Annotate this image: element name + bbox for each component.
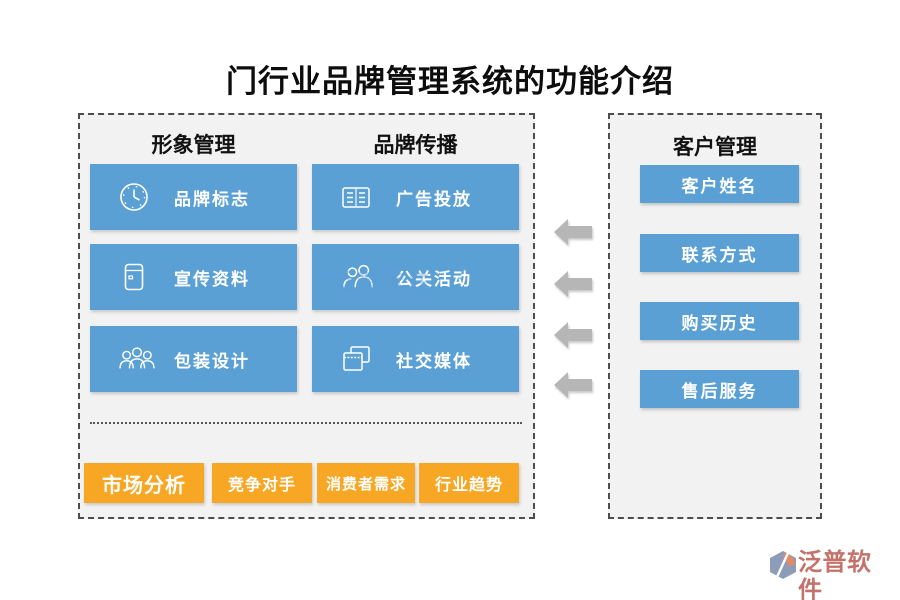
button-industry-trends[interactable]: 行业趋势: [419, 463, 519, 503]
button-contact-info[interactable]: 联系方式: [640, 234, 799, 272]
button-label: 公关活动: [396, 269, 472, 289]
button-social-media[interactable]: 社交媒体: [312, 326, 519, 392]
button-promo-materials[interactable]: 宣传资料: [90, 244, 297, 310]
button-label: 包装设计: [174, 351, 250, 371]
clock-icon: [116, 180, 152, 214]
button-consumer-demand[interactable]: 消费者需求: [317, 463, 415, 503]
left-arrow-icon: [554, 322, 592, 348]
button-pr-activities[interactable]: 公关活动: [312, 244, 519, 310]
users-group-icon: [116, 342, 155, 376]
fanpu-logo: 泛普软件 www.fanpusoft.com: [768, 549, 894, 600]
button-brand-logo[interactable]: 品牌标志: [90, 164, 297, 230]
fanpu-logo-icon: [768, 551, 798, 579]
button-after-sales-service[interactable]: 售后服务: [640, 370, 799, 408]
button-market-analysis[interactable]: 市场分析: [84, 463, 204, 503]
button-competitors[interactable]: 竞争对手: [212, 463, 312, 503]
envelope-icon: [116, 260, 152, 294]
button-label: 品牌标志: [174, 189, 250, 209]
users-pair-icon: [338, 260, 374, 294]
panel-header-customer-management: 客户管理: [673, 135, 757, 159]
brand-name: 泛普软件: [798, 549, 872, 600]
button-packaging-design[interactable]: 包装设计: [90, 326, 297, 392]
page-title: 门行业品牌管理系统的功能介绍: [226, 64, 674, 99]
button-label: 广告投放: [396, 189, 472, 209]
stacked-windows-icon: [338, 342, 374, 376]
brand-functions-panel: 形象管理 品牌传播 品牌标志 宣传资料: [78, 113, 535, 519]
column-header-brand-communication: 品牌传播: [373, 133, 458, 157]
id-card-icon: [338, 180, 374, 214]
column-header-image-management: 形象管理: [151, 133, 236, 157]
customer-management-panel: 客户管理 客户姓名 联系方式 购买历史 售后服务: [608, 113, 822, 519]
left-arrow-icon: [554, 219, 592, 245]
left-arrow-icon: [554, 372, 592, 398]
button-label: 社交媒体: [396, 351, 472, 371]
dotted-divider: [90, 422, 522, 424]
button-label: 宣传资料: [174, 269, 250, 289]
button-ad-placement[interactable]: 广告投放: [312, 164, 519, 230]
button-customer-name[interactable]: 客户姓名: [640, 165, 799, 203]
left-arrow-icon: [554, 271, 592, 297]
button-purchase-history[interactable]: 购买历史: [640, 302, 799, 340]
